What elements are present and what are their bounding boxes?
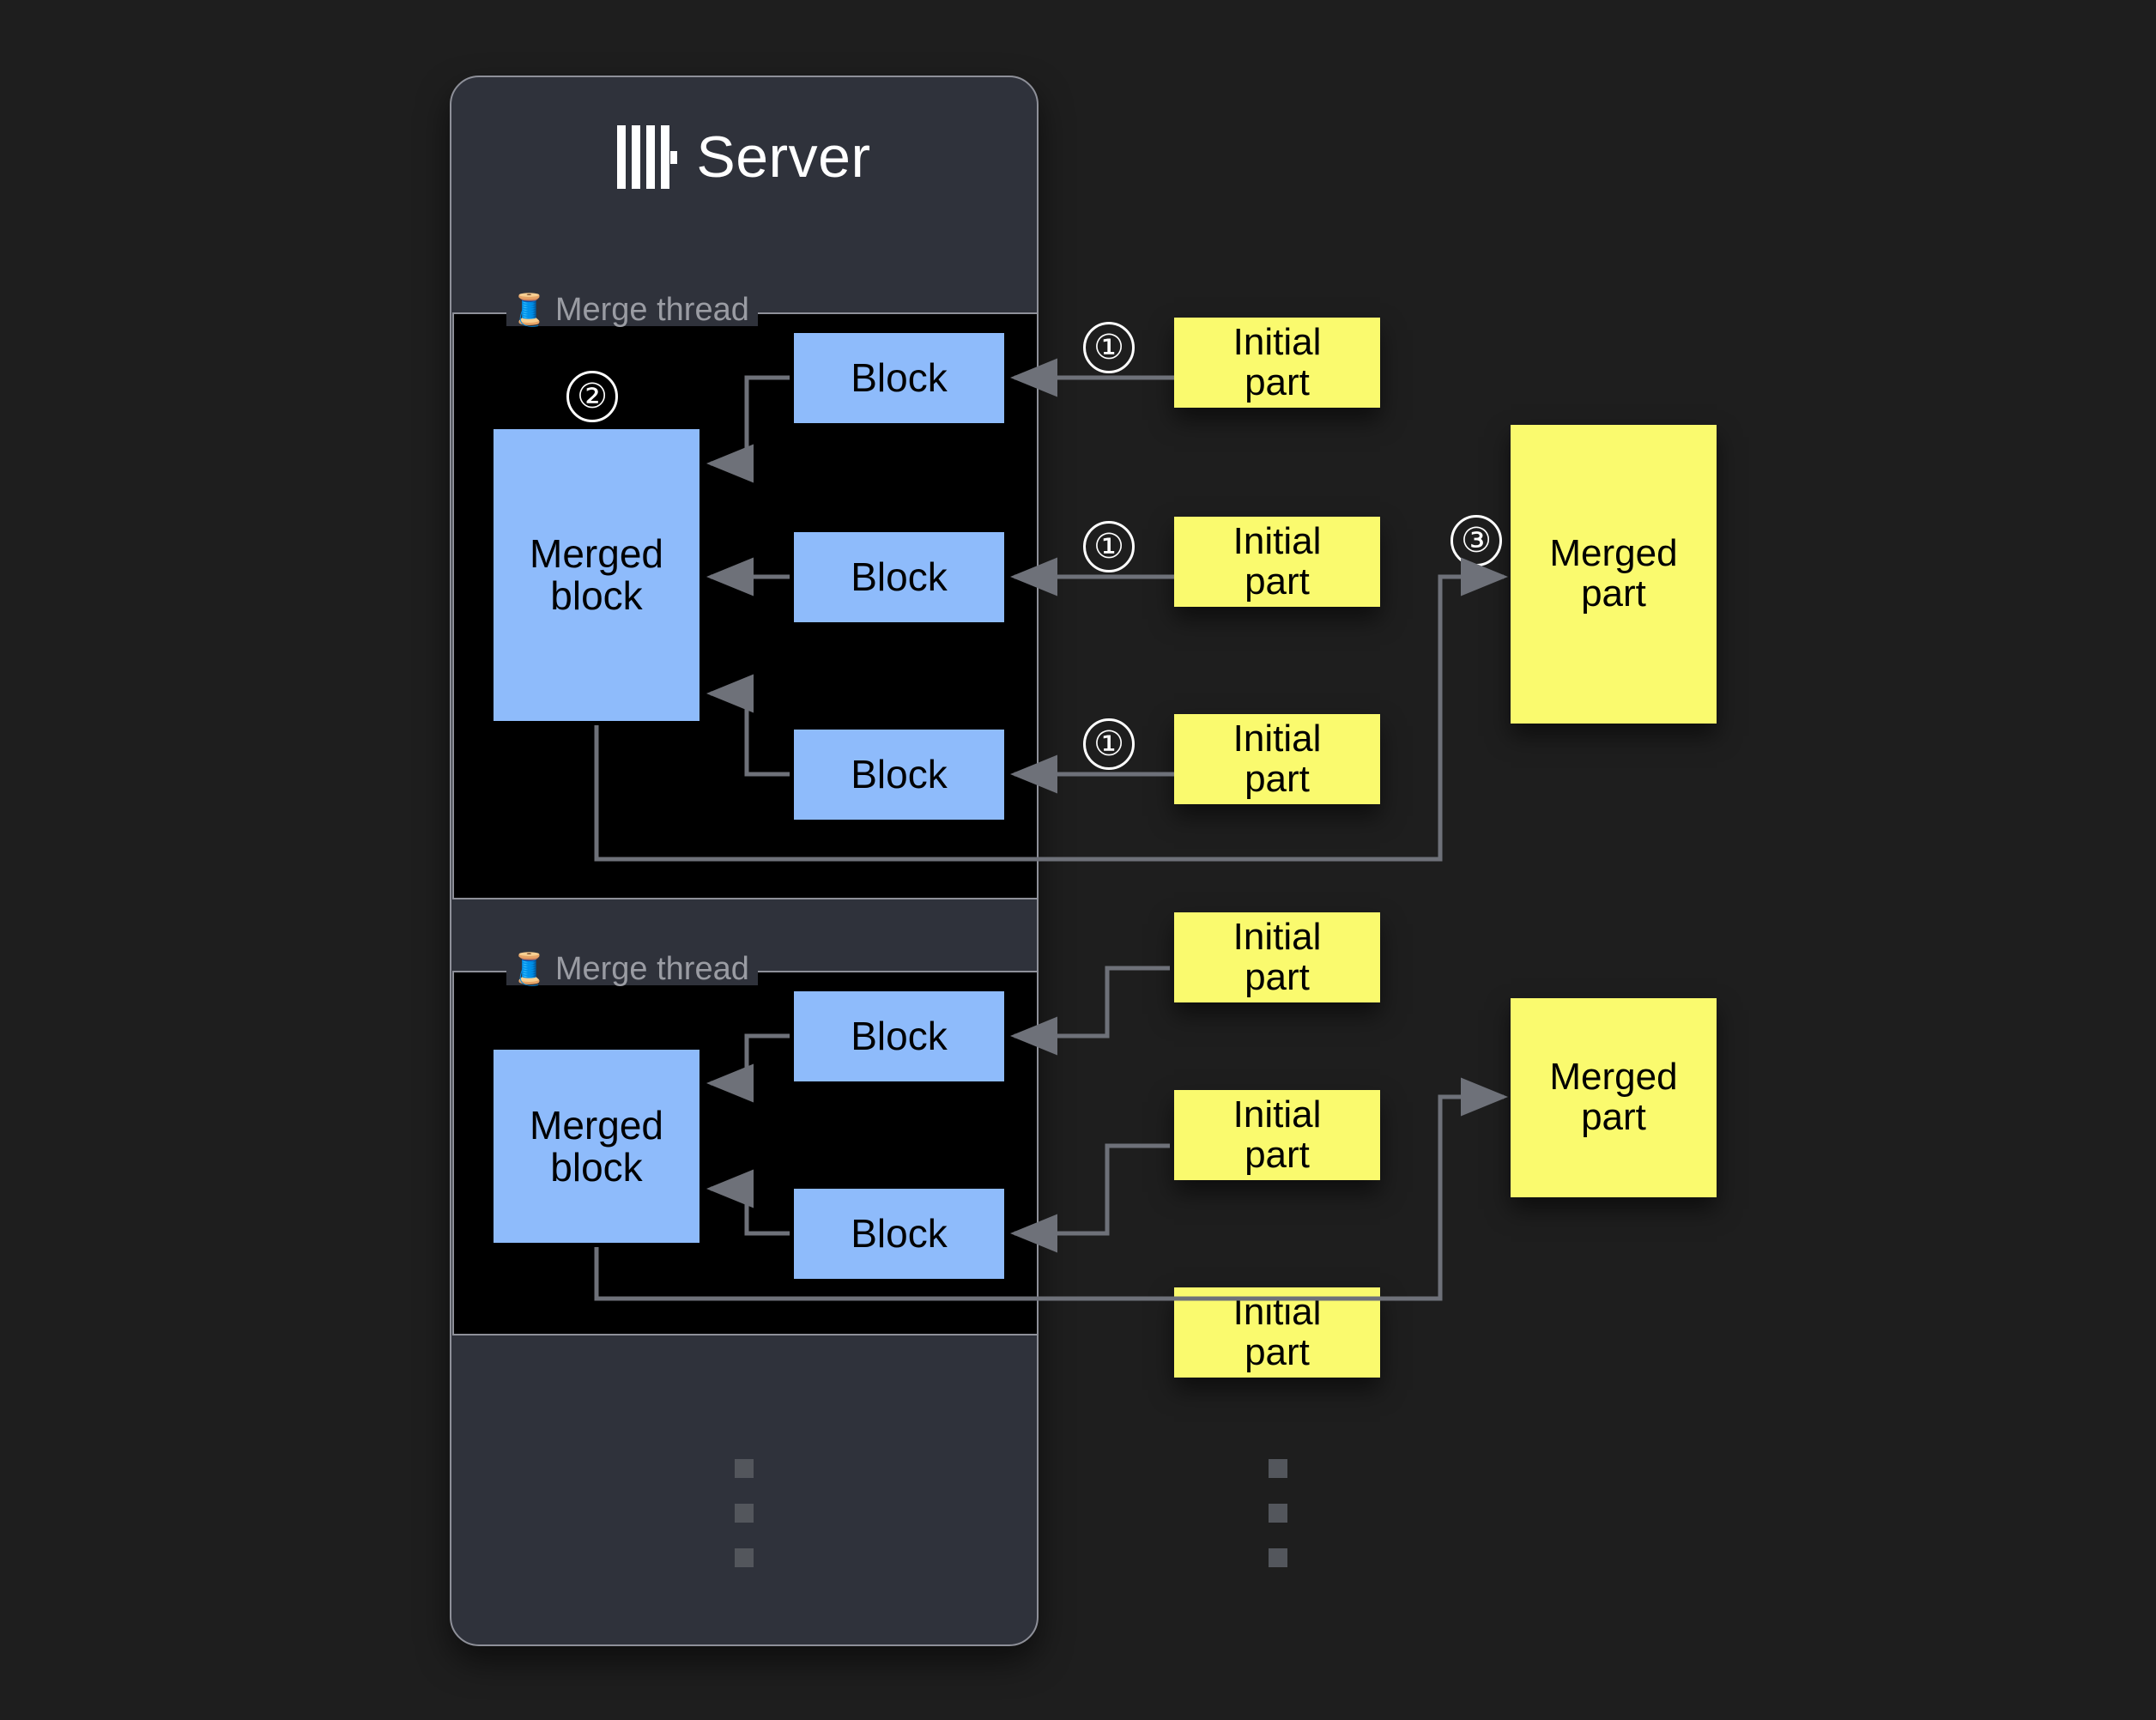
merge-thread-label-text-2: Merge thread (554, 951, 749, 987)
ellipsis-dot (735, 1459, 754, 1478)
initial-part-2-line2: part (1245, 560, 1310, 603)
thread-spool-icon: 🧵 (510, 292, 548, 327)
server-title: Server (450, 110, 1039, 204)
merge-thread-label-2: 🧵 Merge thread (506, 953, 758, 985)
merged-part-1-line1: Merged (1549, 532, 1678, 575)
initial-part-1: Initial part (1174, 318, 1380, 408)
block-1-1-label: Block (851, 355, 948, 401)
ellipsis-dot (735, 1548, 754, 1567)
initial-part-2: Initial part (1174, 517, 1380, 607)
ellipsis-dot (735, 1504, 754, 1523)
clickhouse-logo-icon (617, 125, 678, 189)
block-1-3: Block (794, 730, 1004, 820)
initial-part-6-line2: part (1245, 1330, 1310, 1373)
block-2-1-label: Block (851, 1014, 948, 1059)
merged-block-1-label: Merged block (530, 531, 663, 618)
initial-part-6: Initial part (1174, 1287, 1380, 1378)
step-marker-2: ② (566, 371, 618, 422)
block-1-2-label: Block (851, 554, 948, 600)
merged-part-1: Merged part (1511, 425, 1717, 724)
merged-block-2: Merged block (494, 1050, 699, 1243)
merged-part-1-line2: part (1581, 572, 1646, 615)
step-marker-1a: ① (1083, 322, 1135, 373)
initial-part-3: Initial part (1174, 714, 1380, 804)
step-marker-1b: ① (1083, 521, 1135, 572)
step-marker-1a-label: ① (1093, 329, 1124, 366)
block-1-1: Block (794, 333, 1004, 423)
merged-part-2-line2: part (1581, 1096, 1646, 1138)
initial-part-5-line2: part (1245, 1133, 1310, 1176)
step-marker-3: ③ (1450, 515, 1502, 566)
initial-part-1-line2: part (1245, 360, 1310, 403)
initial-part-1-line1: Initial (1232, 320, 1322, 363)
merged-part-2-line1: Merged (1549, 1056, 1678, 1099)
thread-spool-icon: 🧵 (510, 951, 548, 986)
initial-part-4-line2: part (1245, 955, 1310, 998)
parts-ellipsis (1269, 1459, 1287, 1567)
merged-part-2: Merged part (1511, 998, 1717, 1197)
server-ellipsis (735, 1459, 754, 1567)
initial-part-5-line1: Initial (1232, 1093, 1322, 1136)
initial-part-4: Initial part (1174, 912, 1380, 1002)
initial-part-4-line1: Initial (1232, 915, 1322, 958)
block-2-1: Block (794, 991, 1004, 1081)
block-1-3-label: Block (851, 752, 948, 797)
initial-part-3-line1: Initial (1232, 717, 1322, 760)
block-2-2: Block (794, 1189, 1004, 1279)
step-marker-1c: ① (1083, 718, 1135, 770)
merged-block-1: Merged block (494, 429, 699, 721)
step-marker-2-label: ② (577, 378, 608, 415)
step-marker-1c-label: ① (1093, 725, 1124, 763)
merge-thread-label-1: 🧵 Merge thread (506, 294, 758, 326)
merged-block-2-label: Merged block (530, 1102, 663, 1190)
block-1-2: Block (794, 532, 1004, 622)
ellipsis-dot (1269, 1504, 1287, 1523)
initial-part-3-line2: part (1245, 757, 1310, 800)
initial-part-2-line1: Initial (1232, 519, 1322, 562)
server-title-text: Server (696, 124, 871, 190)
merge-thread-label-text-1: Merge thread (554, 292, 749, 328)
ellipsis-dot (1269, 1459, 1287, 1478)
block-2-2-label: Block (851, 1211, 948, 1257)
step-marker-1b-label: ① (1093, 528, 1124, 566)
ellipsis-dot (1269, 1548, 1287, 1567)
initial-part-6-line1: Initial (1232, 1290, 1322, 1333)
step-marker-3-label: ③ (1461, 522, 1492, 560)
initial-part-5: Initial part (1174, 1090, 1380, 1180)
